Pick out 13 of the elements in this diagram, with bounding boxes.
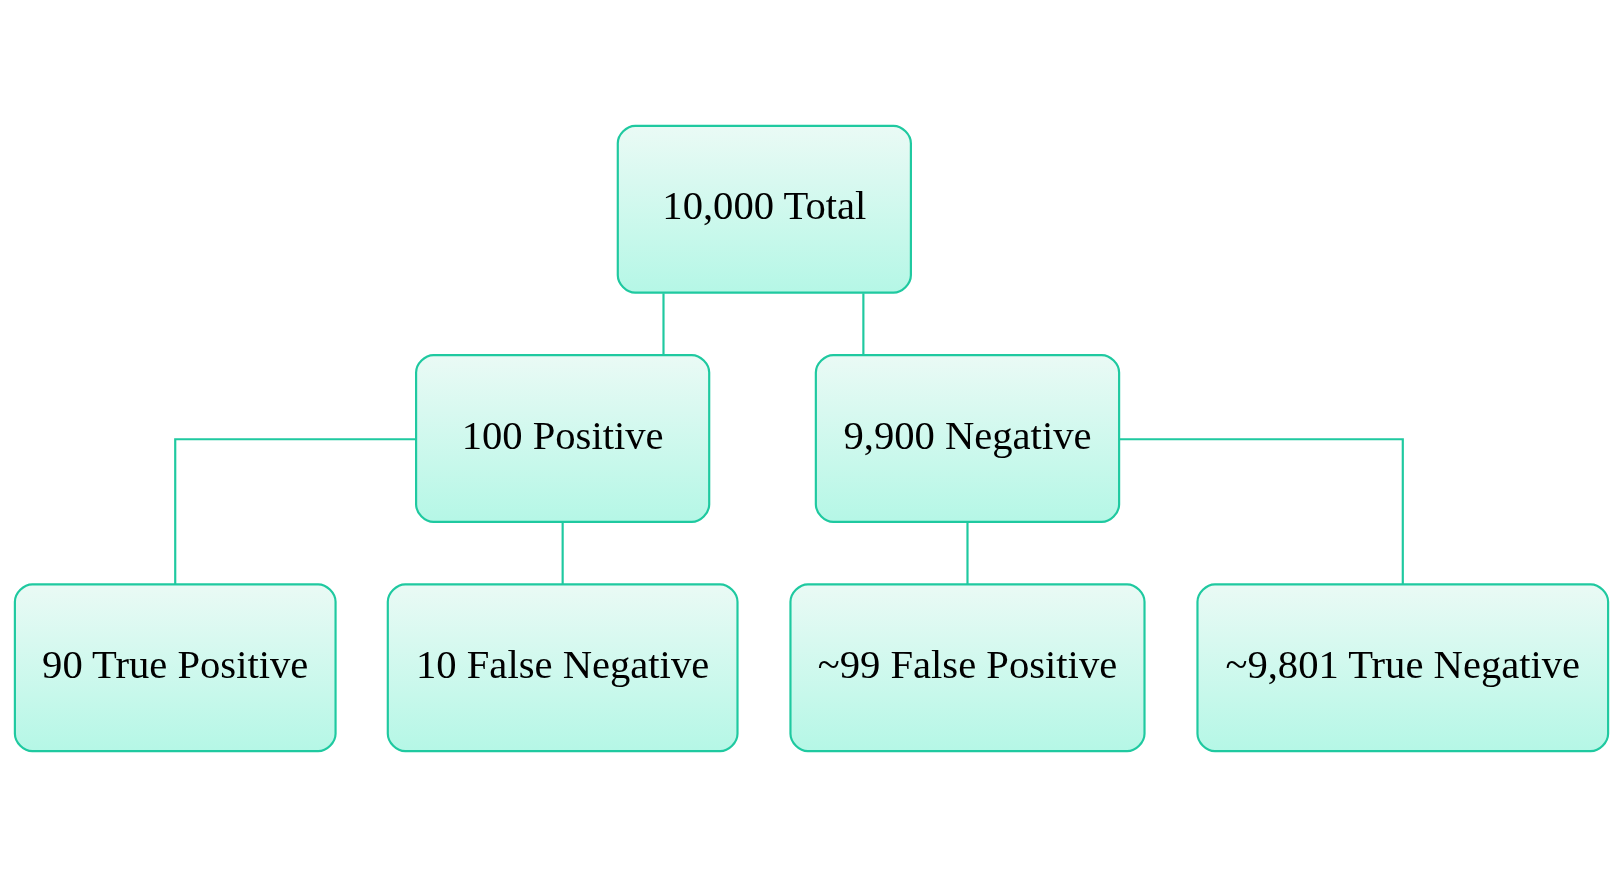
connector (561, 522, 564, 585)
node-box: 10 False Negative (386, 583, 739, 753)
connector (174, 438, 416, 584)
node-box: 9,900 Negative (814, 354, 1121, 523)
connector (966, 522, 969, 585)
node-box: 90 True Positive (13, 583, 337, 753)
node-box: 100 Positive (415, 354, 711, 523)
connector (1119, 438, 1404, 584)
node-box: ~9,801 True Negative (1196, 583, 1610, 753)
node-box: ~99 False Positive (789, 583, 1146, 753)
connector (862, 293, 865, 355)
connector (662, 293, 665, 355)
node-box: 10,000 Total (616, 124, 912, 294)
